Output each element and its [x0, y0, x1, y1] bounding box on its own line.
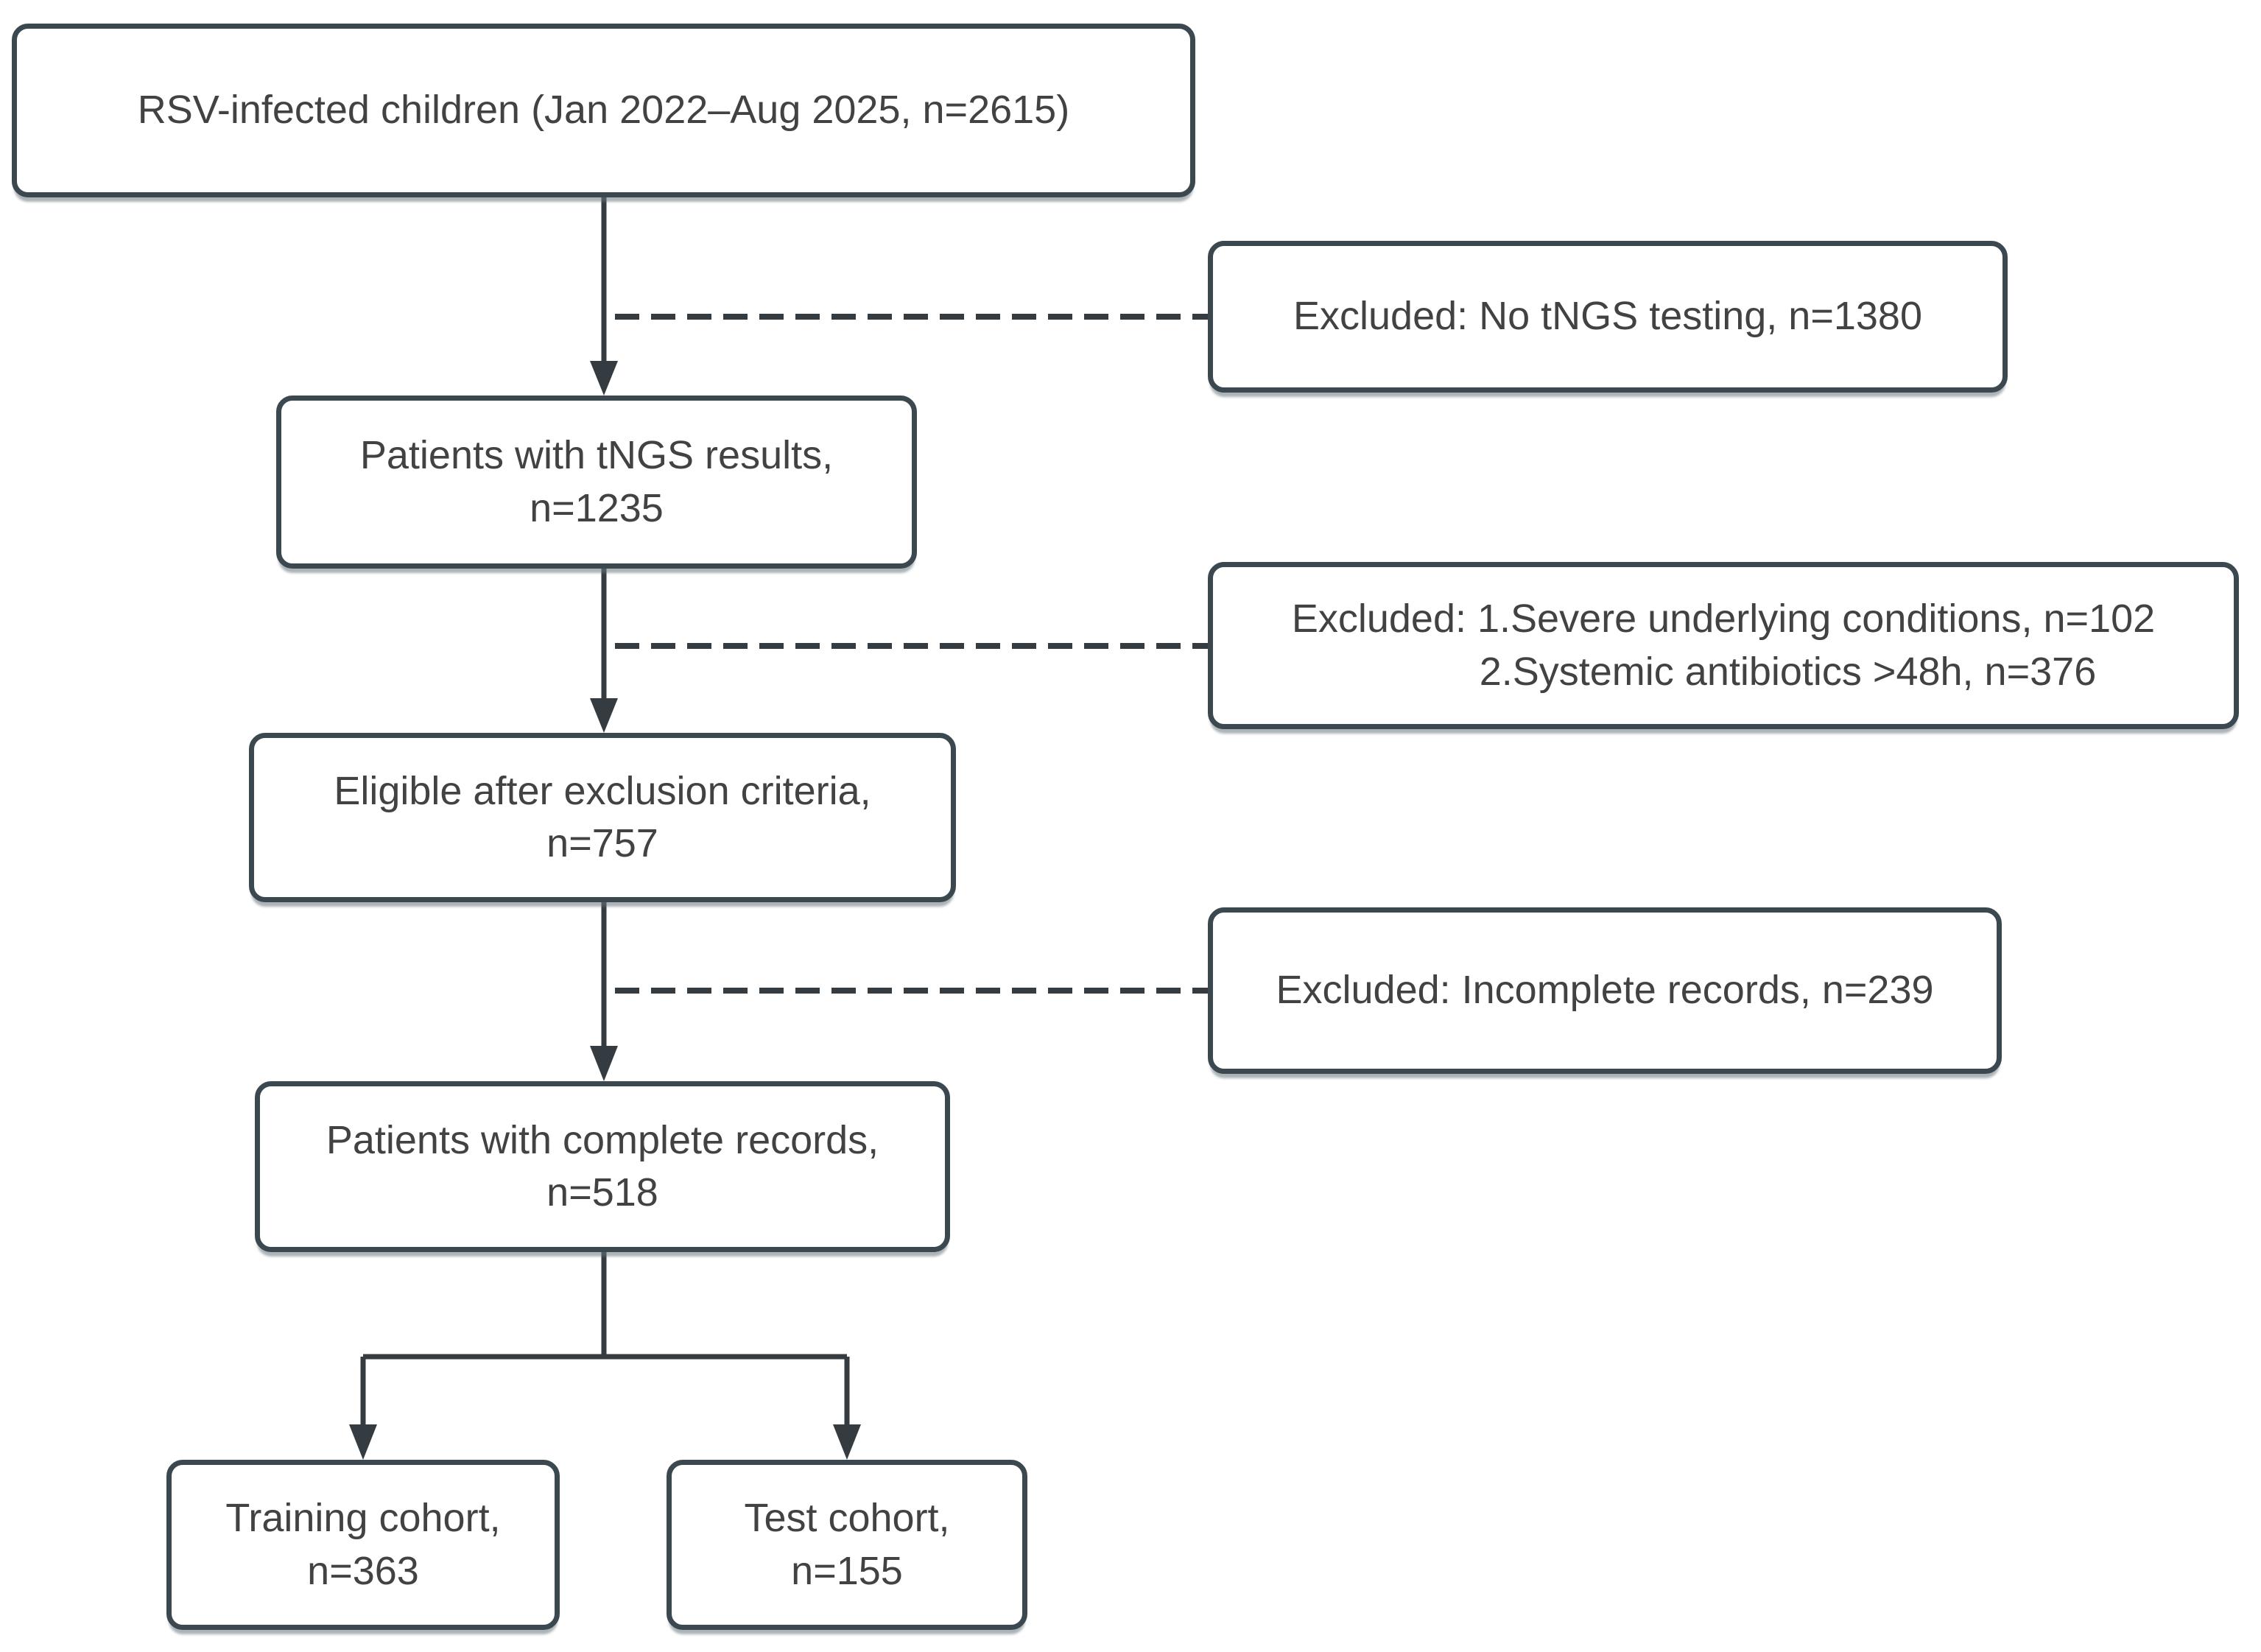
node-eligible-after-exclusion: Eligible after exclusion criteria, n=757: [249, 733, 956, 902]
arrowhead-icon: [349, 1424, 377, 1460]
node-label: RSV-infected children (Jan 2022–Aug 2025…: [137, 88, 1070, 133]
node-label: Patients with tNGS results, n=1235: [360, 429, 833, 535]
node-label: Excluded: 1.Severe underlying conditions…: [1292, 593, 2155, 698]
arrowhead-icon: [590, 698, 618, 733]
arrow-tngs-to-eligible: [590, 569, 618, 733]
node-label-line1: Patients with complete records,: [326, 1117, 879, 1162]
node-excluded-no-tngs: Excluded: No tNGS testing, n=1380: [1208, 241, 2008, 393]
node-label: Patients with complete records, n=518: [326, 1114, 879, 1220]
node-label-line2: 2.Systemic antibiotics >48h, n=376: [1479, 649, 2097, 694]
node-label-line2: n=155: [791, 1548, 903, 1593]
node-label: Test cohort, n=155: [744, 1492, 949, 1597]
node-label: Excluded: No tNGS testing, n=1380: [1293, 294, 1922, 339]
node-label-line1: Patients with tNGS results,: [359, 433, 834, 478]
arrow-eligible-to-complete: [590, 902, 618, 1081]
node-patients-with-tngs-results: Patients with tNGS results, n=1235: [276, 396, 917, 569]
arrow-enrolled-to-tngs: [590, 197, 618, 396]
node-excluded-incomplete-records: Excluded: Incomplete records, n=239: [1208, 907, 2002, 1074]
node-label-line1: Excluded: 1.Severe underlying conditions…: [1291, 597, 2156, 642]
node-test-cohort: Test cohort, n=155: [667, 1460, 1027, 1630]
node-training-cohort: Training cohort, n=363: [166, 1460, 560, 1630]
arrowhead-icon: [590, 1046, 618, 1081]
node-label-line2: n=757: [546, 821, 658, 865]
arrowhead-icon: [833, 1424, 861, 1460]
node-label-line1: Eligible after exclusion criteria,: [334, 768, 871, 813]
node-excluded-conditions-antibiotics: Excluded: 1.Severe underlying conditions…: [1208, 562, 2239, 729]
node-label: Training cohort, n=363: [225, 1492, 500, 1597]
node-patients-with-complete-records: Patients with complete records, n=518: [255, 1081, 950, 1252]
node-label-line2: n=363: [307, 1548, 419, 1593]
node-label-line1: Training cohort,: [225, 1496, 501, 1541]
node-rsv-infected-children: RSV-infected children (Jan 2022–Aug 2025…: [12, 24, 1195, 197]
node-label-line2: n=518: [546, 1170, 658, 1215]
node-label: Eligible after exclusion criteria, n=757: [334, 765, 871, 871]
node-label-line2: n=1235: [530, 485, 664, 530]
arrowhead-icon: [590, 361, 618, 396]
split-connector-complete-to-cohorts: [349, 1252, 861, 1460]
node-label-line1: Test cohort,: [744, 1496, 950, 1541]
node-label: Excluded: Incomplete records, n=239: [1276, 968, 1934, 1013]
